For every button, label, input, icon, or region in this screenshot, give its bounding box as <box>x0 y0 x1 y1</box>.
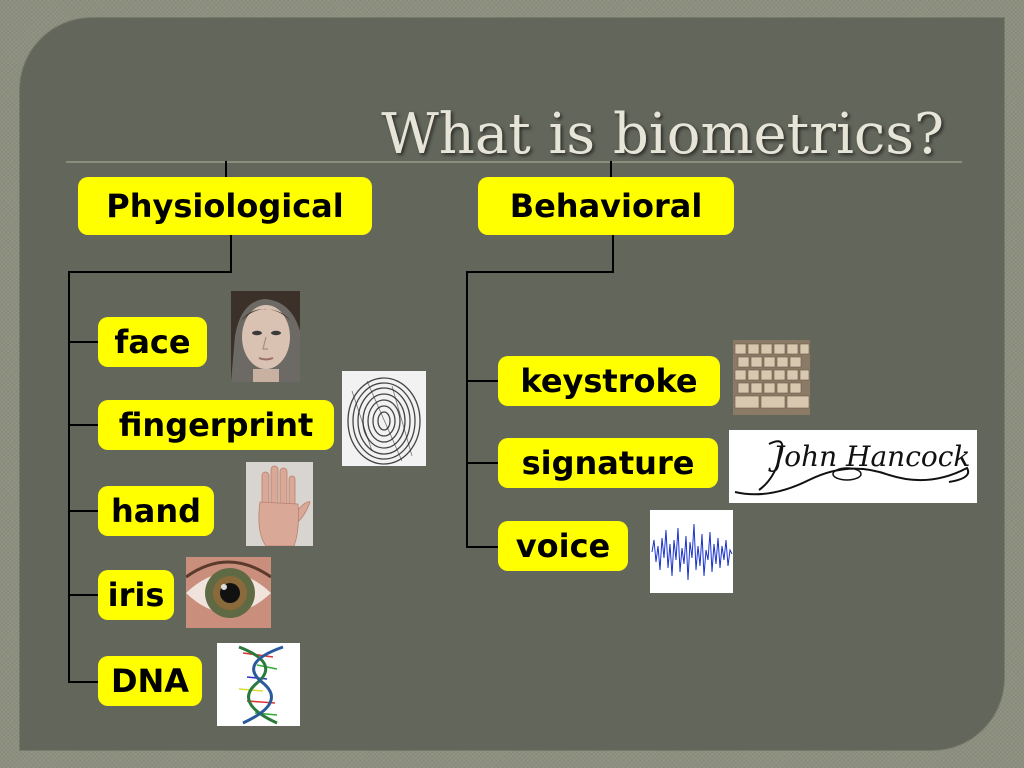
hand-label[interactable]: hand <box>98 486 214 536</box>
connector-line <box>68 510 98 512</box>
connector-line <box>68 594 98 596</box>
iris-image <box>186 557 271 628</box>
connector-line <box>68 424 98 426</box>
signature-text: John Hancock <box>773 440 971 473</box>
connector-line <box>230 235 232 273</box>
connector-line <box>68 271 232 273</box>
keyboard-image <box>733 340 810 415</box>
fingerprint-image <box>342 371 426 466</box>
connector-line <box>612 235 614 273</box>
connector-line <box>466 271 468 548</box>
signature-image: John Hancock <box>729 430 977 503</box>
face-image <box>231 291 300 382</box>
title-divider <box>66 161 962 163</box>
connector-line <box>466 546 498 548</box>
connector-line <box>68 681 98 683</box>
voice-label[interactable]: voice <box>498 521 628 571</box>
signature-label[interactable]: signature <box>498 438 718 488</box>
connector-line <box>68 271 70 683</box>
iris-label[interactable]: iris <box>98 570 174 620</box>
hand-image <box>246 462 313 546</box>
dna-label[interactable]: DNA <box>98 656 202 706</box>
connector-line <box>466 271 614 273</box>
slide-title: What is biometrics? <box>381 102 944 167</box>
keystroke-label[interactable]: keystroke <box>498 356 720 406</box>
dna-image <box>217 643 300 726</box>
face-label[interactable]: face <box>98 317 207 367</box>
connector-line <box>68 341 98 343</box>
fingerprint-label[interactable]: fingerprint <box>98 400 334 450</box>
behavioral-label[interactable]: Behavioral <box>478 177 734 235</box>
physiological-label[interactable]: Physiological <box>78 177 372 235</box>
slide: What is biometrics? <box>20 18 1004 750</box>
voice-waveform-image <box>650 510 733 593</box>
connector-line <box>466 380 498 382</box>
connector-line <box>466 462 498 464</box>
connector-line <box>225 161 227 180</box>
connector-line <box>610 161 612 180</box>
